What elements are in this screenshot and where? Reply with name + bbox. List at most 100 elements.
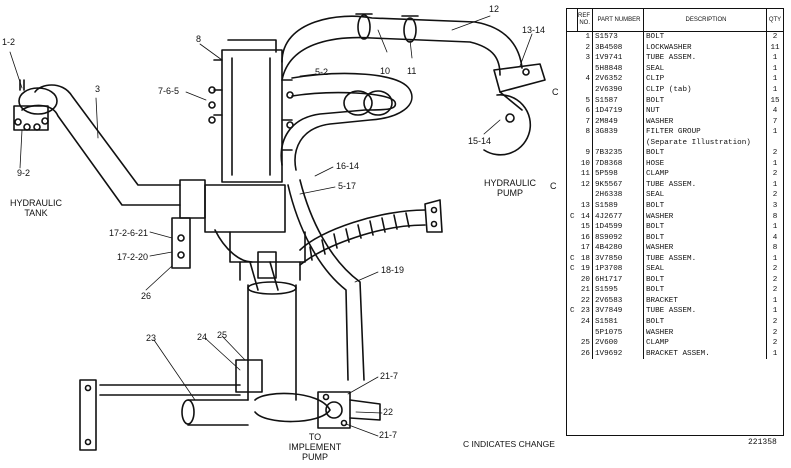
change-flag [567,327,578,338]
part-number: 2V600 [592,337,644,349]
part-number: 7B3235 [592,148,644,159]
ref-no [577,327,593,338]
tube-3 [13,79,181,206]
caption-line: IMPLEMENT [288,442,342,452]
description: BOLT [643,221,767,233]
ref-no: 25 [577,337,593,349]
change-flag [567,159,578,170]
change-flag [567,116,578,127]
ref-no: 10 [577,158,593,170]
caption-line: TO [308,432,322,442]
change-flag [567,275,578,286]
tube-18 [287,179,365,381]
callout-label: 5-17 [338,181,357,191]
ref-no: 1 [577,31,593,43]
part-number: 9K5567 [592,179,644,191]
quantity: 8 [772,244,778,253]
change-flag [567,285,578,296]
part-number: 4B4280 [592,242,644,254]
description: TUBE ASSEM. [643,253,767,265]
ref-no: 2 [577,42,593,54]
part-number: 7D8368 [592,158,644,170]
callout-label: 10 [380,66,391,76]
ref-no: 9 [577,148,593,159]
bracket-26 [171,217,277,279]
description: SEAL [643,63,767,75]
quantity: 1 [772,54,778,63]
ref-no [577,137,593,149]
ref-no: 16 [577,232,593,243]
quantity: 1 [772,296,778,305]
change-flag [567,232,578,243]
part-number: 4J2677 [592,211,644,222]
part-number: 6H1717 [592,274,644,286]
description: TUBE ASSEM. [643,179,767,191]
quantity: 2 [772,328,778,337]
change-flag [567,190,578,201]
part-number: 1V9741 [592,53,644,64]
callout-label: 25 [217,330,228,340]
description: HOSE [643,158,767,170]
description: FILTER GROUP [643,126,767,138]
change-flag [567,32,578,43]
part-number: 2V6352 [592,74,644,85]
description: WASHER [643,327,767,338]
hydraulic-lines-drawing [9,13,546,451]
ref-no: 13 [577,200,593,212]
ref-no: 4 [577,74,593,85]
quantity: 2 [772,33,778,42]
part-number: 2H6338 [592,190,644,201]
caption-line: PUMP [301,452,328,462]
change-flag [567,43,578,54]
description: BOLT [643,200,767,212]
ref-no: 8 [577,126,593,138]
part-number: S1573 [592,31,644,43]
description: WASHER [643,116,767,127]
part-number: 3V7849 [592,306,644,317]
description: BOLT [643,95,767,106]
callout-label: 1-2 [2,37,16,47]
change-flag [567,180,578,191]
callout-label: 17-2-20 [117,252,149,262]
quantity: 1 [772,180,778,189]
change-flag [567,137,578,148]
header-change [567,9,578,32]
ref-no: 22 [577,295,593,307]
implement-flange [235,359,381,429]
description: BOLT [643,316,767,328]
quantity: 3 [772,202,778,211]
part-number: 1P3708 [592,264,644,275]
ref-no: 23 [577,306,593,317]
description: TUBE ASSEM. [643,306,767,317]
change-flag [567,201,578,212]
description: CLAMP [643,169,767,180]
callout-label: 18-19 [381,265,405,275]
change-flag [567,95,578,106]
description: SEAL [643,264,767,275]
caption-hydraulic-pump: HYDRAULIC PUMP [478,178,542,198]
quantity: 1 [772,307,778,316]
change-note: C INDICATES CHANGE [463,439,555,449]
ref-no: 19 [577,264,593,275]
caption-line: TANK [24,208,48,218]
caption-line: HYDRAULIC [483,178,536,188]
part-number: 1D4719 [592,105,644,117]
parts-row: (Separate Illustration) [567,137,783,149]
description: CLAMP [643,337,767,349]
change-flag [567,222,578,233]
callout-label: 23 [146,333,157,343]
parts-header-row: REF NO. PART NUMBER DESCRIPTION QTY [567,9,783,32]
description: BOLT [643,285,767,296]
change-flag: C [569,307,575,316]
part-number: 2M849 [592,116,644,127]
part-number: S1581 [592,316,644,328]
